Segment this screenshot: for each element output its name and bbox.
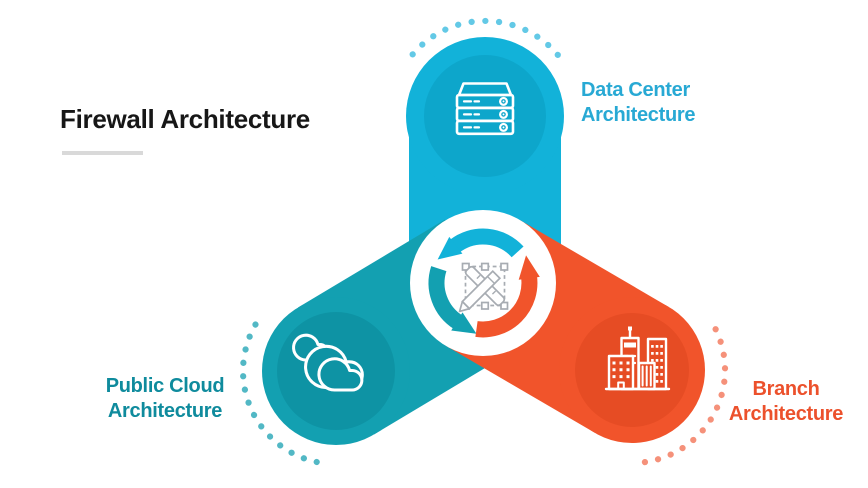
label-public-cloud-line2: Architecture xyxy=(107,400,223,422)
dotted-arc-data-center xyxy=(409,17,561,58)
clouds-icon xyxy=(292,333,364,392)
cycle-arrows xyxy=(428,228,540,338)
title-underline xyxy=(62,151,143,155)
page-title: Firewall Architecture xyxy=(60,104,310,134)
cycle-arrow-teal xyxy=(428,266,477,334)
city-buildings-icon xyxy=(604,326,671,391)
label-branch-line2: Architecture xyxy=(728,403,844,425)
pencil-icon xyxy=(458,269,502,313)
label-public-cloud: Public Cloud Architecture xyxy=(85,374,245,424)
design-edit-icon xyxy=(458,262,509,313)
server-rack-icon xyxy=(455,82,515,136)
label-data-center: Data Center Architecture xyxy=(581,78,761,128)
dotted-arc-branch xyxy=(641,326,729,466)
label-data-center-line2: Architecture xyxy=(581,104,696,126)
dotted-arc-public-cloud xyxy=(239,321,320,466)
cycle-arrow-cyan xyxy=(437,228,524,260)
label-branch: Branch Architecture xyxy=(706,377,866,427)
label-branch-line1: Branch xyxy=(752,378,820,400)
node-circle-data-center xyxy=(406,37,564,195)
cycle-arrow-orange xyxy=(475,255,540,338)
label-data-center-line1: Data Center xyxy=(581,79,690,101)
label-public-cloud-line1: Public Cloud xyxy=(105,375,225,397)
